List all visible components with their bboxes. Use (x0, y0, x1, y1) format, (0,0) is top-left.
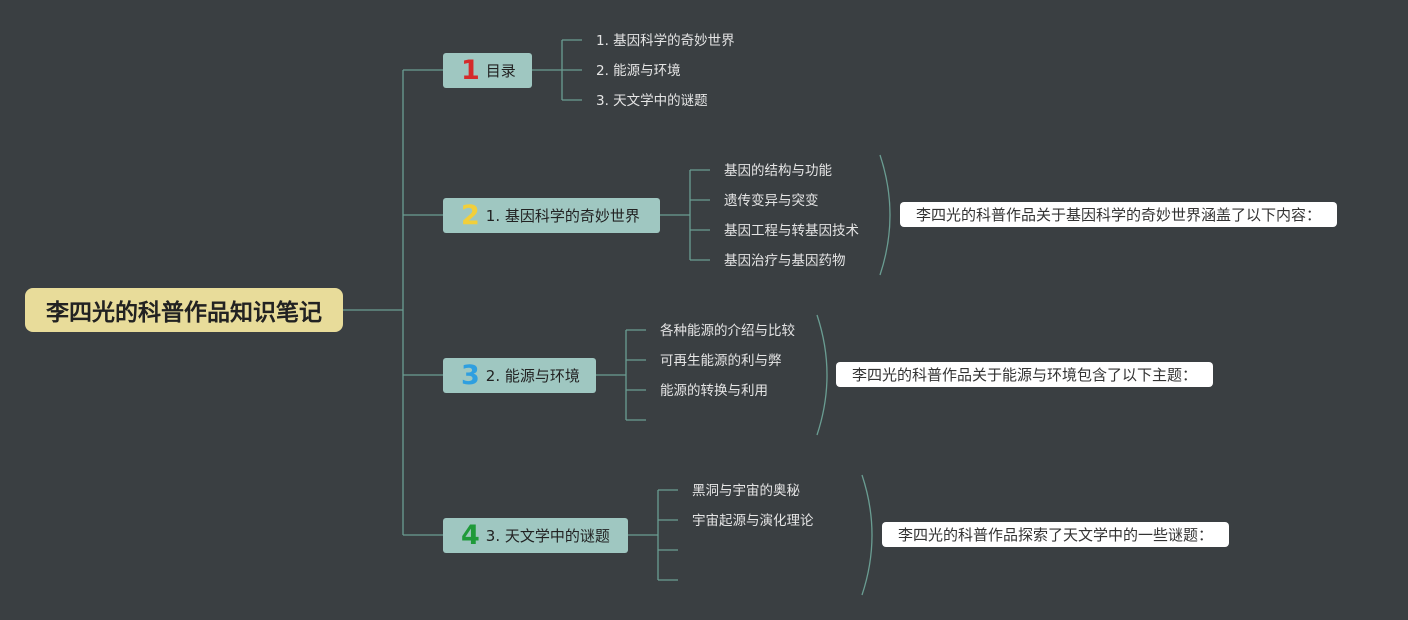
summary-note-energy[interactable]: 李四光的科普作品关于能源与环境包含了以下主题： (836, 362, 1214, 387)
branch-topic-energy[interactable]: 3 2. 能源与环境 (443, 358, 596, 393)
summary-bracket-4 (861, 474, 873, 596)
number-2-icon: 2 (461, 200, 480, 231)
summary-text: 李四光的科普作品探索了天文学中的一些谜题： (898, 526, 1214, 544)
leaf-topic[interactable]: 1. 基因科学的奇妙世界 (596, 33, 735, 49)
leaf-topic[interactable]: 基因工程与转基因技术 (724, 223, 859, 239)
leaf-topic[interactable]: 遗传变异与突变 (724, 193, 819, 209)
branch-2-leaf-stem (660, 169, 710, 261)
branch-topic-catalog[interactable]: 1 目录 (443, 53, 532, 88)
leaf-topic[interactable]: 3. 天文学中的谜题 (596, 93, 708, 109)
summary-note-gene-science[interactable]: 李四光的科普作品关于基因科学的奇妙世界涵盖了以下内容： (900, 202, 1338, 227)
summary-text: 李四光的科普作品关于能源与环境包含了以下主题： (852, 366, 1198, 384)
root-topic[interactable]: 李四光的科普作品知识笔记 (25, 288, 343, 332)
summary-text: 李四光的科普作品关于基因科学的奇妙世界涵盖了以下内容： (916, 206, 1322, 224)
summary-bracket-2 (879, 154, 891, 276)
leaf-topic[interactable]: 基因的结构与功能 (724, 163, 832, 179)
leaf-topic[interactable]: 黑洞与宇宙的奥秘 (692, 483, 800, 499)
leaf-topic[interactable]: 可再生能源的利与弊 (660, 353, 782, 369)
summary-note-astronomy[interactable]: 李四光的科普作品探索了天文学中的一些谜题： (882, 522, 1230, 547)
branch-topic-gene-science[interactable]: 2 1. 基因科学的奇妙世界 (443, 198, 660, 233)
leaf-topic[interactable]: 2. 能源与环境 (596, 63, 681, 79)
number-3-icon: 3 (461, 360, 480, 391)
root-title: 李四光的科普作品知识笔记 (46, 300, 322, 326)
branch-4-leaf-stem (628, 489, 678, 581)
leaf-topic[interactable]: 能源的转换与利用 (660, 383, 768, 399)
number-4-icon: 4 (461, 520, 480, 551)
branch-3-leaf-stem (596, 329, 646, 421)
leaf-topic[interactable]: 基因治疗与基因药物 (724, 253, 846, 269)
leaf-topic[interactable]: 各种能源的介绍与比较 (660, 323, 795, 339)
branch-label: 1. 基因科学的奇妙世界 (485, 207, 640, 225)
number-1-icon: 1 (461, 55, 480, 86)
branch-1-leaf-stem (532, 39, 582, 101)
leaf-topic[interactable]: 宇宙起源与演化理论 (692, 513, 814, 529)
branch-label: 目录 (485, 62, 516, 80)
branch-topic-astronomy[interactable]: 4 3. 天文学中的谜题 (443, 518, 628, 553)
summary-bracket-3 (816, 314, 828, 436)
branch-label: 3. 天文学中的谜题 (485, 527, 610, 545)
branch-label: 2. 能源与环境 (485, 367, 580, 385)
